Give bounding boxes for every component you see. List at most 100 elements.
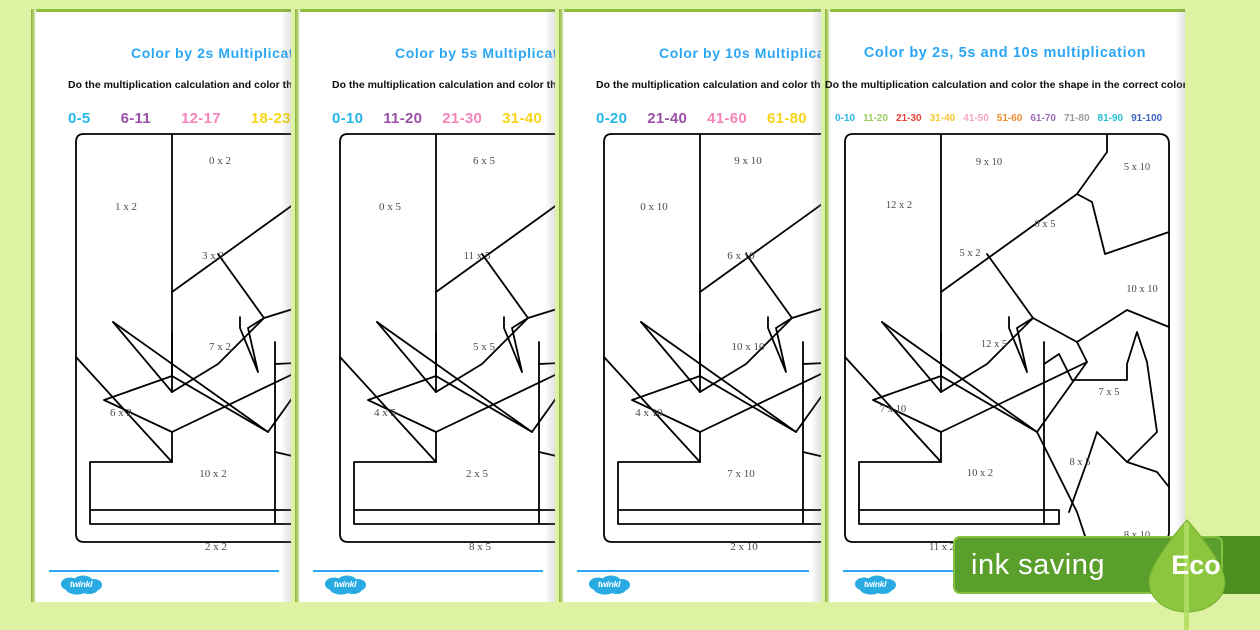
puzzle-equation-label: 4 x 10 (635, 407, 663, 419)
footer-divider (313, 570, 543, 572)
puzzle-equation-label: 9 x 10 (976, 157, 1002, 168)
puzzle-equation-label: 7 x 10 (880, 404, 906, 415)
puzzle-equation-label: 12 x 10 (820, 218, 822, 230)
puzzle-labels: 1 x 20 x 211 x 23 x 27 x 26 x 210 x 212 … (110, 155, 231, 553)
color-by-number-puzzle: 0 x 10 9 x 10 12 x 10 6 x 10 10 x 10 4 x 10 7 … (596, 132, 821, 557)
puzzle-equation-label: 8 x 5 (469, 541, 492, 553)
puzzle-equation-label: 6 x 2 (110, 407, 132, 419)
worksheet-page-5s[interactable]: Color by 5s Multiplication Do the multip… (295, 9, 555, 602)
brand-name: twinkl (863, 579, 887, 589)
brand-name: twinkl (69, 579, 93, 589)
key-range-7: 71-80 (1063, 113, 1090, 124)
key-range-4: 41-50 (963, 113, 989, 124)
puzzle-equation-label: 10 x 2 (967, 468, 993, 479)
sheet-left-edge (31, 9, 36, 602)
page-title: Color by 2s Multiplication (131, 45, 291, 61)
cloud-icon (589, 575, 630, 595)
puzzle-equation-label: 0 x 5 (1035, 219, 1056, 230)
cloud-icon (325, 575, 366, 595)
key-range-5: 51-60 (996, 113, 1023, 124)
worksheet-page-10s[interactable]: Color by 10s Multiplication Do the multi… (559, 9, 821, 602)
page-title: Color by 2s, 5s and 10s multiplication (863, 45, 1147, 61)
puzzle-equation-label: 5 x 2 (960, 248, 981, 259)
puzzle-equation-label: 7 x 5 (1099, 387, 1120, 398)
color-by-number-puzzle: 1 x 20 x 211 x 23 x 27 x 26 x 210 x 212 … (68, 132, 291, 557)
key-range-2: 12-17 (181, 110, 221, 127)
key-range-0: 0-10 (332, 110, 364, 127)
ink-saving-label: ink saving (971, 549, 1105, 581)
puzzle-equation-label: 10 x 10 (732, 341, 766, 353)
puzzle-equation-label: 8 x 5 (1070, 457, 1091, 468)
twinkl-logo[interactable]: twinkl (323, 575, 367, 595)
puzzle-equation-label: 5 x 5 (473, 341, 496, 353)
sheet-left-edge (295, 9, 300, 602)
brand-name: twinkl (597, 579, 621, 589)
twinkl-logo[interactable]: twinkl (59, 575, 103, 595)
puzzle-equation-label: 5 x 10 (1124, 162, 1150, 173)
page-instruction: Do the multiplication calculation and co… (596, 79, 821, 91)
puzzle-equation-label: 9 x 10 (734, 155, 762, 167)
puzzle-equation-label: 7 x 10 (727, 468, 755, 480)
puzzle-equation-label: 0 x 2 (209, 155, 231, 167)
key-range-6: 61-70 (1030, 113, 1056, 124)
ink-saving-eco-badge: ink saving Eco (953, 519, 1260, 630)
puzzle-equation-label: 6 x 10 (727, 250, 755, 262)
key-range-3: 18-23 (250, 110, 291, 127)
sheet-top-accent (825, 9, 1185, 12)
brand-name: twinkl (333, 579, 357, 589)
puzzle-equation-label: 11 x 5 (463, 250, 491, 262)
worksheet-page-mixed[interactable]: Color by 2s, 5s and 10s multiplication D… (825, 9, 1185, 602)
puzzle-equation-label: 12 x 2 (886, 200, 912, 211)
sheet-top-accent (559, 9, 821, 12)
key-range-0: 0-20 (596, 110, 628, 127)
color-key: 0-5 6-11 12-17 18-23 (68, 110, 291, 127)
page-instruction: Do the multiplication calculation and co… (825, 79, 1185, 91)
puzzle-equation-label: 0 x 10 (640, 201, 668, 213)
cloud-icon (855, 575, 896, 595)
puzzle-equation-label: 11 x 2 (929, 542, 955, 553)
color-key: 0-20 21-40 41-60 61-80 81-100 (596, 110, 821, 127)
puzzle-equation-label: 4 x 5 (374, 407, 397, 419)
key-range-1: 6-11 (120, 110, 151, 127)
sheet-top-accent (31, 9, 291, 12)
puzzle-equation-label: 0 x 5 (379, 201, 402, 213)
color-key: 0-10 11-20 21-30 31-40 41-50 (332, 110, 555, 127)
puzzle-equation-label: 1 x 2 (115, 201, 137, 213)
eco-label: Eco (1171, 550, 1221, 580)
puzzle-equation-label: 10 x 10 (1126, 284, 1158, 295)
sheet-top-accent (295, 9, 555, 12)
cloud-icon (61, 575, 102, 595)
key-range-0: 0-10 (835, 113, 856, 124)
page-instruction: Do the multiplication calculation and co… (68, 79, 291, 91)
puzzle-equation-label: 6 x 5 (473, 155, 496, 167)
puzzle-equation-label: 3 x 2 (202, 250, 224, 262)
key-range-8: 81-90 (1097, 113, 1124, 124)
page-title: Color by 10s Multiplication (659, 45, 821, 61)
key-range-3: 31-40 (502, 110, 543, 127)
footer-divider (577, 570, 809, 572)
key-range-2: 41-60 (707, 110, 747, 127)
sheet-left-edge (559, 9, 564, 602)
puzzle-equation-label: 2 x 10 (730, 541, 758, 553)
puzzle-labels: 0 x 56 x 51 x 511 x 55 x 54 x 52 x 59 x … (374, 155, 496, 553)
key-range-1: 11-20 (863, 113, 889, 124)
color-key: 0-10 11-20 21-30 31-40 41-50 51-60 61-70… (835, 113, 1170, 124)
puzzle-equation-label: 2 x 5 (466, 468, 489, 480)
key-range-3: 61-80 (766, 110, 807, 127)
twinkl-logo[interactable]: twinkl (853, 575, 897, 595)
twinkl-logo[interactable]: twinkl (587, 575, 631, 595)
color-by-number-puzzle: 0 x 56 x 51 x 511 x 55 x 54 x 52 x 59 x … (332, 132, 555, 557)
key-range-9: 91-100 (1131, 113, 1163, 124)
puzzle-labels: 0 x 10 9 x 10 12 x 10 6 x 10 10 x 10 4 x 10 7 … (635, 155, 821, 553)
key-range-3: 31-40 (929, 113, 956, 124)
puzzle-equation-label: 2 x 2 (205, 541, 227, 553)
key-range-0: 0-5 (68, 110, 91, 127)
footer-divider (49, 570, 279, 572)
key-range-1: 11-20 (383, 110, 423, 127)
page-title: Color by 5s Multiplication (395, 45, 555, 61)
key-range-1: 21-40 (647, 110, 688, 127)
puzzle-equation-label: 8 x 10 (1124, 530, 1150, 541)
worksheet-page-2s[interactable]: Color by 2s Multiplication Do the multip… (31, 9, 291, 602)
